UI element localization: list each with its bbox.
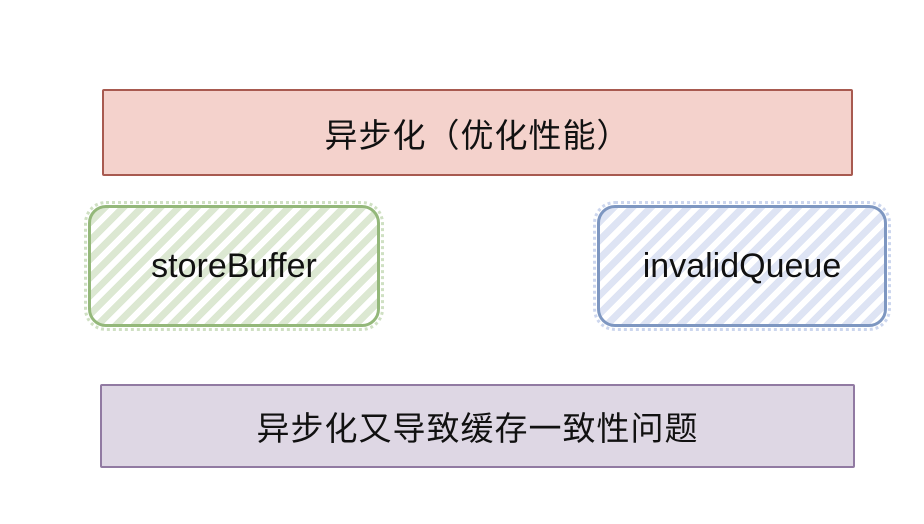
store-buffer-node: storeBuffer	[84, 201, 384, 331]
top-banner: 异步化（优化性能）	[102, 89, 853, 176]
top-banner-label: 异步化（优化性能）	[324, 116, 631, 154]
invalid-queue-node: invalidQueue	[593, 201, 891, 331]
bottom-banner-label: 异步化又导致缓存一致性问题	[256, 410, 699, 447]
bottom-banner: 异步化又导致缓存一致性问题	[100, 384, 855, 468]
invalid-queue-label: invalidQueue	[642, 246, 842, 285]
store-buffer-label: storeBuffer	[151, 246, 317, 285]
